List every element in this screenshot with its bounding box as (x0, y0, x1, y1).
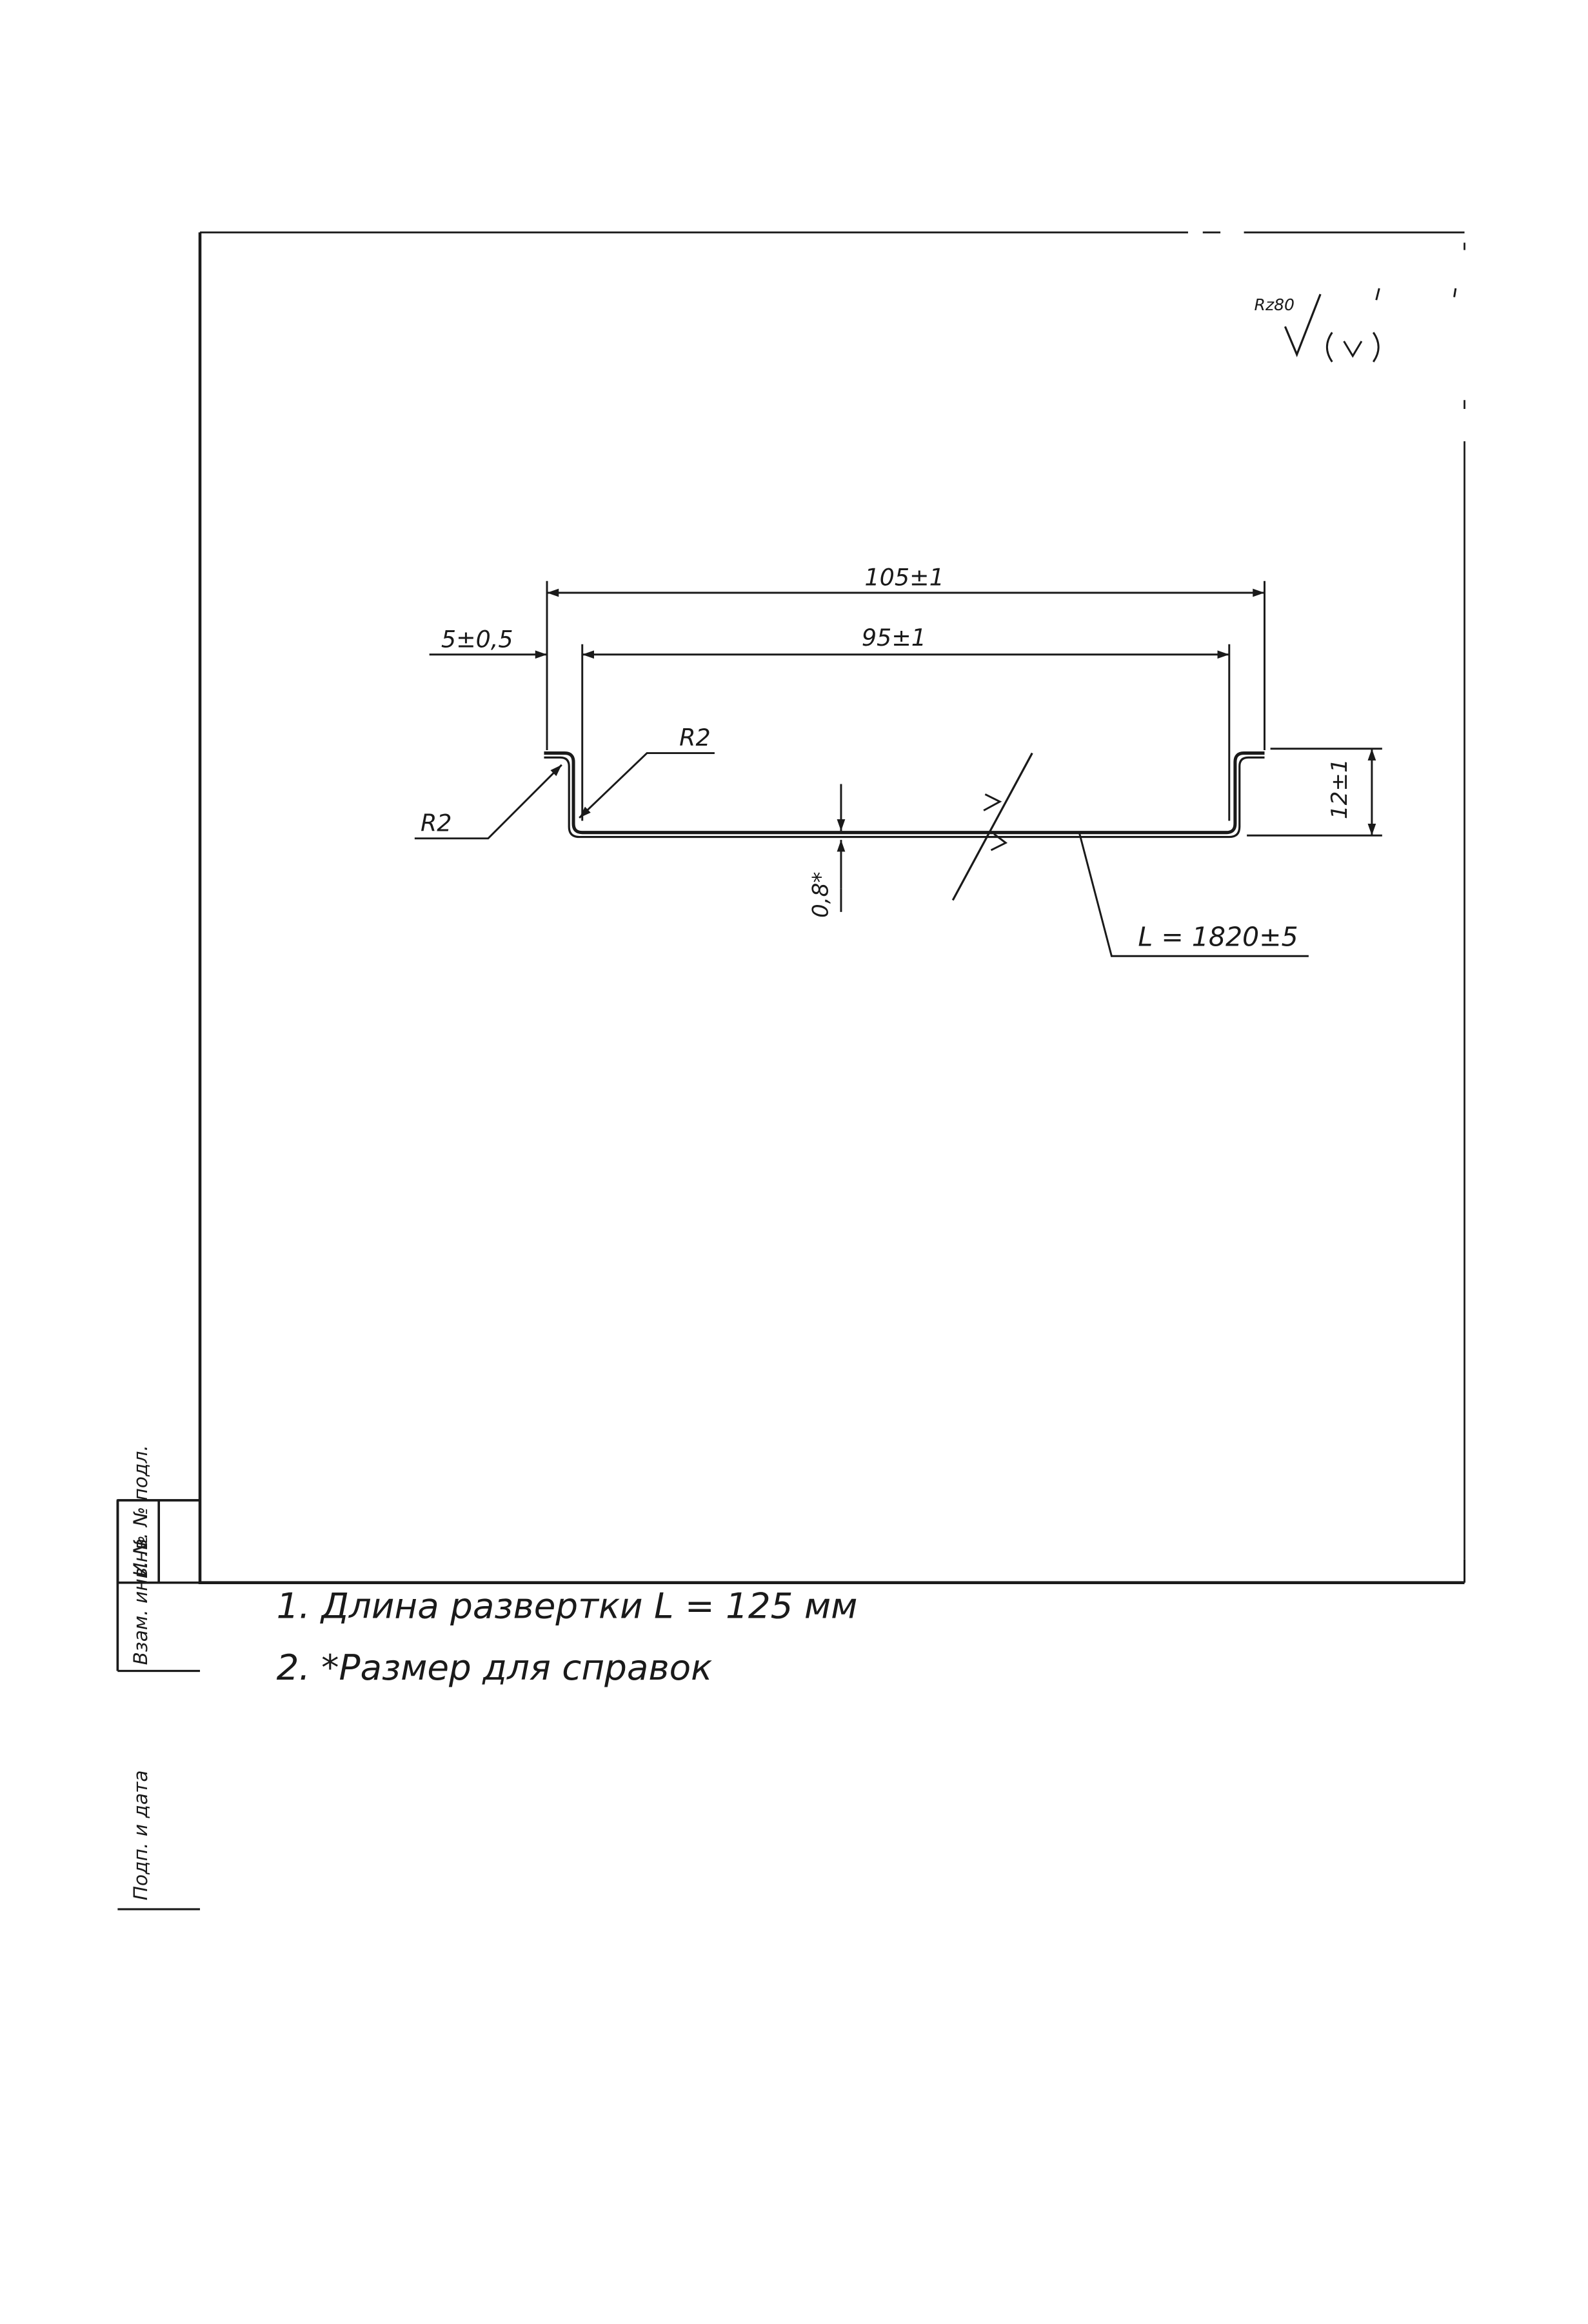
dim-flange-label: 5±0,5 (441, 625, 513, 653)
stamp-podp-data: Подп. и дата (129, 1770, 152, 1900)
dimension-total-width: 105±1 (546, 564, 1265, 750)
dim-95-label: 95±1 (862, 624, 926, 651)
radius-upper-label: R2 (679, 724, 711, 751)
dimension-height: 12±1 (1247, 748, 1382, 837)
dimension-inner-width: 95±1 (581, 624, 1231, 821)
dimension-flange: 5±0,5 (429, 625, 548, 659)
roughness-label: Rz80 (1255, 295, 1295, 314)
note-2: 2. *Размер для справок (277, 1647, 713, 1688)
radius-upper: R2 (579, 724, 715, 819)
length-callout: L = 1820±5 (1078, 832, 1309, 957)
radius-lower: R2 (414, 764, 562, 840)
dimension-thickness: 0,8* (808, 784, 846, 918)
dim-height-label: 12±1 (1327, 759, 1353, 819)
length-label: L = 1820±5 (1138, 921, 1298, 952)
section-break (951, 752, 1033, 901)
roughness-mark: Rz80 (1255, 288, 1457, 363)
nashchelnik-profile (544, 751, 1265, 839)
note-1: 1. Длина развертки L = 125 мм (277, 1585, 858, 1626)
stamp-inv-podl: Инв. № подл. (129, 1445, 152, 1576)
radius-lower-label: R2 (421, 809, 452, 837)
drawing-notes: 1. Длина развертки L = 125 мм 2. *Размер… (277, 1585, 858, 1688)
dim-thickness-label: 0,8* (808, 871, 833, 917)
side-stamp: Взам. инв. № Подп. и дата Инв. № подл. (116, 1445, 201, 1911)
stamp-vzam-inv: Взам. инв. № (129, 1535, 152, 1665)
dim-105-label: 105±1 (864, 564, 944, 591)
